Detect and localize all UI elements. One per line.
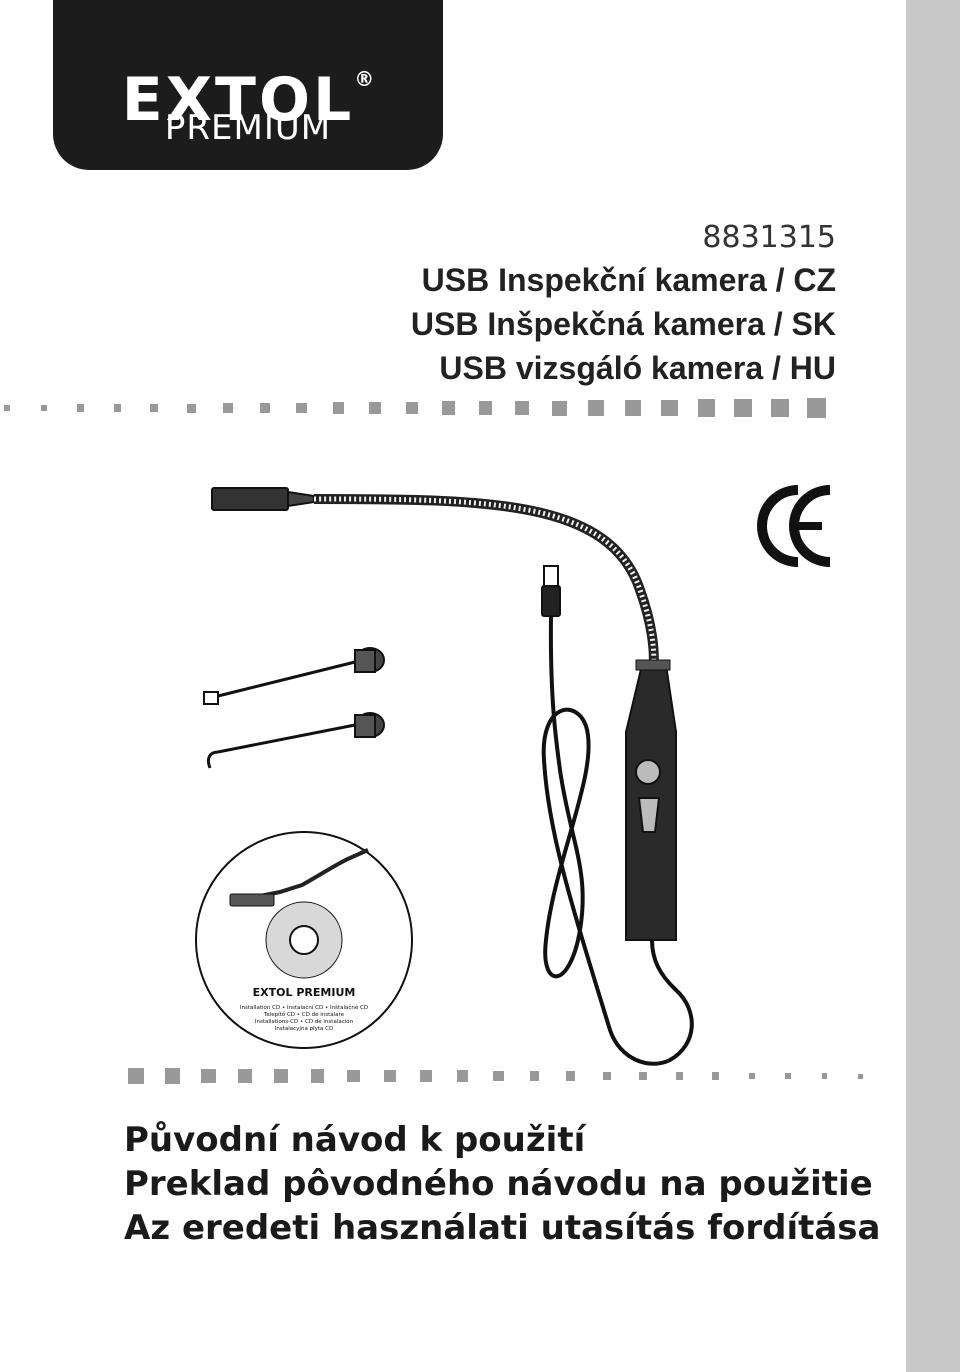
divider-dot [77, 404, 85, 412]
divider-dot [770, 398, 790, 418]
usb-plug-icon [541, 565, 561, 617]
divider-dot [150, 403, 159, 413]
manual-title-hu: Az eredeti használati utasítás fordítása [124, 1208, 881, 1248]
logo-brand: EXTOL® [121, 65, 375, 135]
divider-dot [186, 403, 196, 413]
product-code: 8831315 [702, 220, 836, 255]
divider-dot [734, 399, 752, 417]
header: 8831315 USB Inspekční kamera / CZ USB In… [411, 218, 836, 390]
divider-dot [237, 1068, 252, 1084]
divider-dot [347, 1069, 360, 1083]
divider-dot [420, 1070, 432, 1082]
divider-dot [697, 399, 715, 417]
manual-title-cz: Původní návod k použití [124, 1120, 586, 1160]
cd-line-3: Installations-CD • CD de instalación [255, 1018, 354, 1025]
logo-premium: PREMIUM [164, 108, 332, 148]
divider-dot [478, 401, 493, 415]
divider-dot [113, 404, 122, 412]
divider-dot [201, 1068, 216, 1084]
hook-attachment-icon [206, 712, 385, 769]
title-hu: USB vizsgáló kamera / HU [439, 350, 836, 386]
divider-dot [551, 400, 567, 416]
divider-dot [858, 1073, 863, 1079]
divider-dot [529, 1071, 540, 1081]
title-sk: USB Inšpekčná kamera / SK [410, 306, 836, 342]
divider-dot [515, 400, 530, 416]
divider-dot [164, 1068, 180, 1084]
divider-dot [259, 402, 270, 414]
divider-dot [274, 1069, 288, 1083]
usb-cable [541, 615, 694, 1066]
divider-dot [639, 1071, 648, 1081]
divider-dot [223, 403, 233, 413]
manual-title-sk: Preklad pôvodného návodu na použitie [124, 1164, 873, 1204]
divider-dot [4, 405, 10, 411]
side-bar [906, 0, 960, 1372]
divider-dot [332, 402, 344, 414]
divider-dot [675, 1072, 684, 1080]
divider-dot [442, 401, 456, 415]
divider-dot [369, 402, 381, 414]
divider-dot [807, 398, 827, 418]
divider-dot [40, 404, 48, 412]
camera-handle-icon [625, 659, 677, 941]
divider-dot [785, 1072, 792, 1080]
divider-dot [712, 1072, 720, 1080]
cd-line-1: Installation CD • Instalační CD • Inštal… [240, 1004, 368, 1011]
divider-dot [661, 399, 678, 417]
divider-dot [310, 1069, 324, 1083]
divider-dot [383, 1069, 396, 1083]
divider-dot [821, 1073, 828, 1079]
ce-mark-icon [757, 485, 831, 567]
divider-dot [748, 1072, 756, 1080]
divider-dot [624, 399, 641, 417]
magnet-attachment-icon [203, 647, 385, 705]
camera-head-icon [211, 487, 315, 511]
brand-logo: EXTOL® PREMIUM [53, 0, 443, 170]
cd-line-4: Instalacyjna płyta CD [275, 1026, 333, 1032]
divider-dot [456, 1070, 468, 1082]
divider-dot [566, 1071, 576, 1081]
divider-dot [405, 401, 419, 415]
divider-dot [493, 1070, 504, 1082]
divider-dot [296, 402, 307, 414]
cd-brand: EXTOL PREMIUM [253, 986, 356, 999]
divider-dot [588, 400, 604, 416]
title-cz: USB Inspekční kamera / CZ [421, 262, 836, 298]
divider-dot [128, 1068, 144, 1084]
product-illustration: EXTOL PREMIUM Installation CD • Instalač… [195, 485, 831, 1066]
divider-dot [602, 1071, 612, 1081]
footer-manual-titles: Původní návod k použití Preklad pôvodnéh… [124, 1118, 880, 1250]
cd-line-2: Telepítő CD • CD de instalare [263, 1011, 345, 1018]
installation-cd-icon: EXTOL PREMIUM Installation CD • Instalač… [195, 831, 413, 1049]
